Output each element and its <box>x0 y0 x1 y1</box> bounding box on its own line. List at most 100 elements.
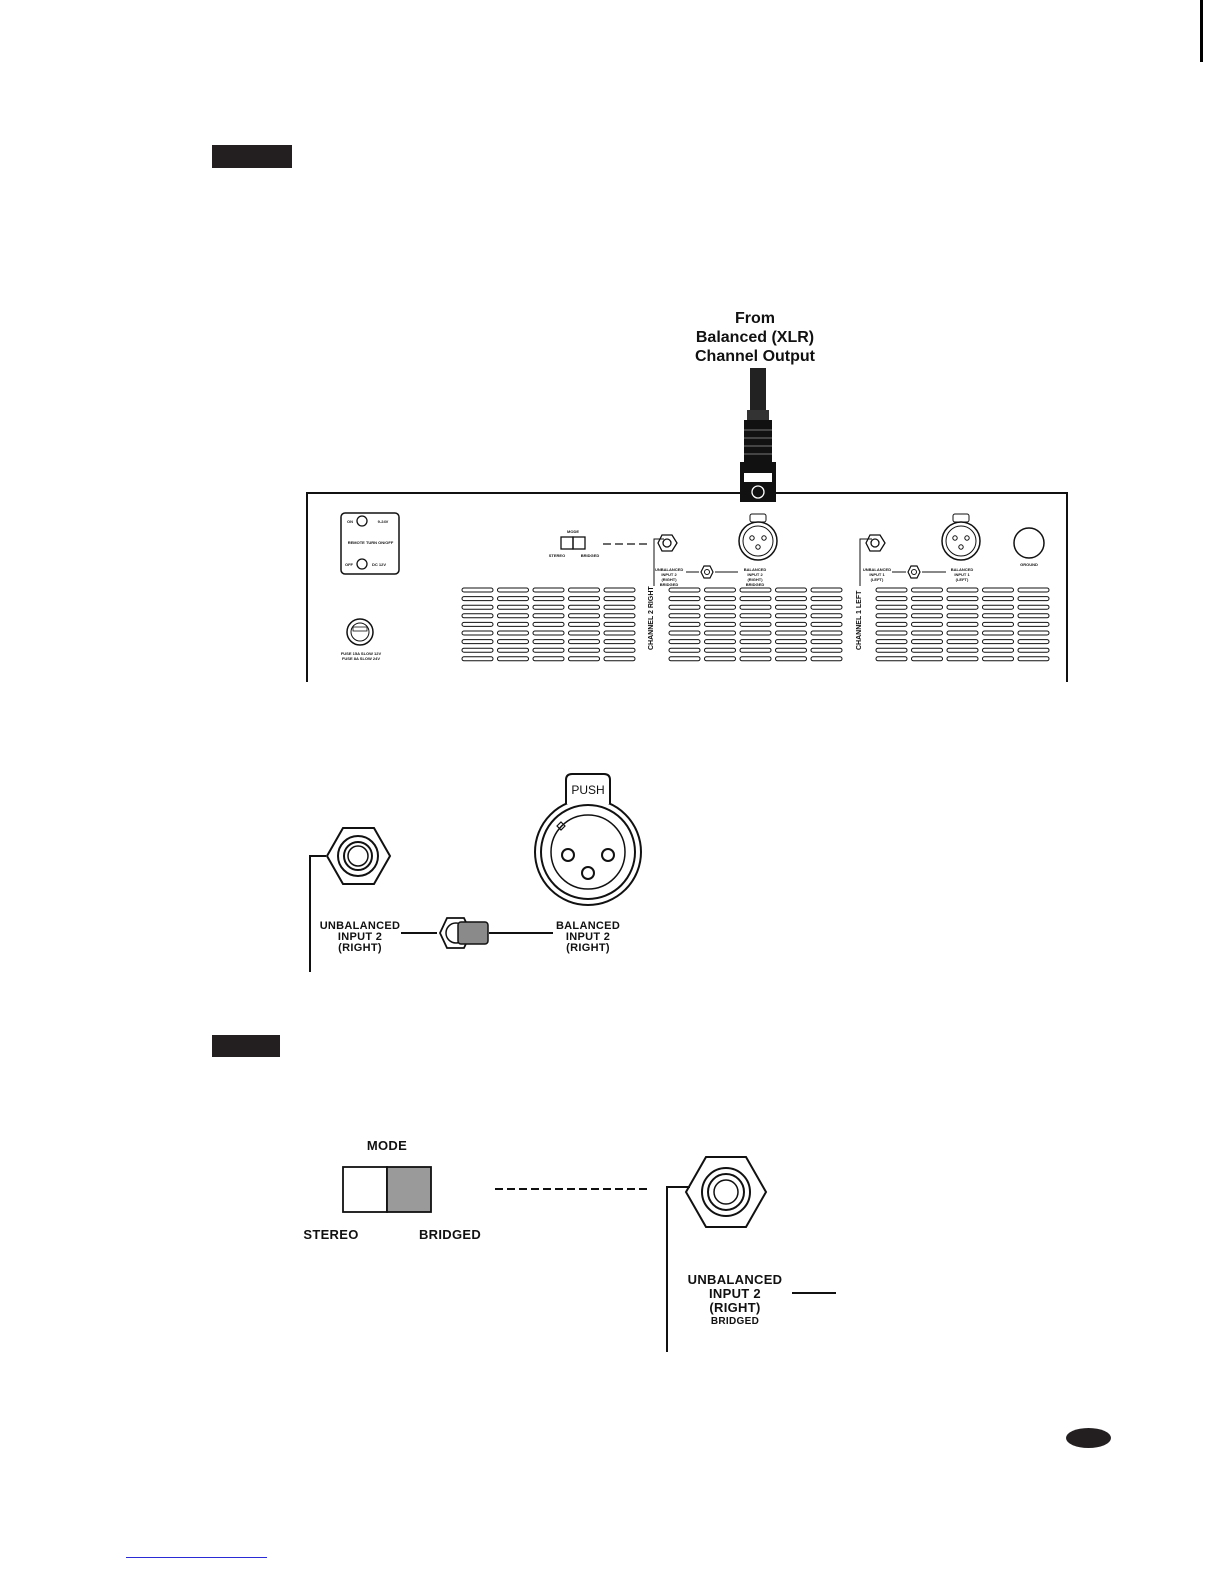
vent-slot <box>875 656 908 662</box>
mode-unbalanced-input-label: UNBALANCED INPUT 2 (RIGHT) <box>687 1272 783 1315</box>
vent-slot <box>775 596 807 602</box>
vent-slot <box>739 656 772 662</box>
panel-mode-label: MODE <box>567 529 579 534</box>
xlr-cable-plug <box>740 368 776 502</box>
vent-slot <box>911 604 943 610</box>
fuse-label: FUSE 15A SLOW 12V FUSE 8A SLOW 24V <box>340 651 382 661</box>
vent-slot <box>875 587 908 593</box>
panel-ch1-unbalanced-label: UNBALANCED INPUT 1 (LEFT) <box>862 567 892 582</box>
detail-balanced-input-label: BALANCED INPUT 2 (RIGHT) <box>555 920 621 954</box>
vent-slot <box>568 639 600 645</box>
xlr-connector-icon <box>534 773 642 906</box>
vent-slot <box>810 604 843 610</box>
vent-slot <box>704 621 736 627</box>
vent-slot <box>532 613 565 619</box>
page-number-badge <box>1066 1428 1111 1448</box>
vent-slot <box>461 639 494 645</box>
vent-slot <box>461 604 494 610</box>
vent-slot <box>946 621 979 627</box>
power-voltage-bottom-label: DC 12V <box>371 562 386 567</box>
vent-slot <box>1017 596 1050 602</box>
vent-slot <box>497 621 529 627</box>
vent-slot <box>668 587 701 593</box>
vent-slot <box>532 604 565 610</box>
remote-turn-on-label: REMOTE TURN ON/OFF <box>347 540 394 545</box>
vent-slot <box>875 621 908 627</box>
bridged-switch-half <box>386 1166 432 1213</box>
vent-slot <box>911 639 943 645</box>
vent-slot <box>603 647 636 653</box>
vent-slot <box>461 656 494 662</box>
vent-slot <box>603 656 636 662</box>
vent-slot <box>497 630 529 636</box>
vent-slot <box>739 647 772 653</box>
vent-slot <box>603 587 636 593</box>
vent-slot <box>603 604 636 610</box>
vent-slot <box>875 639 908 645</box>
vent-slot <box>568 613 600 619</box>
channel-1-label: CHANNEL 1 LEFT <box>856 590 863 650</box>
push-label: PUSH <box>571 783 605 797</box>
vent-slot <box>739 604 772 610</box>
vent-slot <box>532 647 565 653</box>
vent-slot <box>775 647 807 653</box>
vent-slot <box>704 647 736 653</box>
vent-slot <box>982 604 1014 610</box>
input-detail-diagram <box>309 773 642 972</box>
amplifier-rear-panel <box>306 368 1068 682</box>
vent-slot <box>875 647 908 653</box>
vent-slot <box>775 604 807 610</box>
vent-slot <box>532 587 565 593</box>
section-tag-top <box>212 145 292 168</box>
mode-bridged-label: BRIDGED <box>418 1227 482 1242</box>
vent-slot <box>810 596 843 602</box>
vent-slot <box>461 596 494 602</box>
power-voltage-top-label: 9-24V <box>377 519 389 524</box>
vent-slot <box>982 596 1014 602</box>
vent-slot <box>946 613 979 619</box>
vent-slot <box>461 630 494 636</box>
xlr-source-caption: From Balanced (XLR) Channel Output <box>695 310 815 365</box>
vent-slot <box>810 639 843 645</box>
vent-slot <box>568 604 600 610</box>
vent-slot <box>875 596 908 602</box>
vent-slot <box>568 596 600 602</box>
vent-slot <box>911 656 943 662</box>
vent-slot <box>668 647 701 653</box>
vent-slot <box>497 639 529 645</box>
vent-slot <box>704 587 736 593</box>
vent-slot <box>911 621 943 627</box>
vent-slot <box>739 621 772 627</box>
detail-unbalanced-input-label: UNBALANCED INPUT 2 (RIGHT) <box>319 920 401 954</box>
panel-ground-label: GROUND <box>1020 562 1038 567</box>
vent-slot <box>775 587 807 593</box>
vent-slot <box>461 613 494 619</box>
vent-slot <box>739 596 772 602</box>
vent-slot <box>982 613 1014 619</box>
panel-mode-stereo-label: STEREO <box>548 553 566 558</box>
unbalanced-jack-icon <box>325 827 392 885</box>
vent-slot <box>810 630 843 636</box>
stereo-switch-half <box>342 1166 388 1213</box>
vent-slot <box>603 630 636 636</box>
vent-slot <box>810 621 843 627</box>
vent-slot <box>532 596 565 602</box>
vent-slot <box>497 656 529 662</box>
vent-slot <box>946 587 979 593</box>
vent-slot <box>946 604 979 610</box>
vent-slot <box>946 596 979 602</box>
vent-slot <box>810 647 843 653</box>
vent-slot <box>982 639 1014 645</box>
vent-slot <box>704 630 736 636</box>
vent-slot <box>739 639 772 645</box>
vent-slot <box>775 630 807 636</box>
footer-link-underline[interactable] <box>126 1557 267 1558</box>
vent-slot <box>1017 656 1050 662</box>
vent-slot <box>461 621 494 627</box>
vent-slot <box>875 613 908 619</box>
vent-slot <box>668 613 701 619</box>
vent-slot <box>568 621 600 627</box>
vent-slot <box>1017 639 1050 645</box>
vent-slot <box>568 587 600 593</box>
vent-slot <box>668 630 701 636</box>
